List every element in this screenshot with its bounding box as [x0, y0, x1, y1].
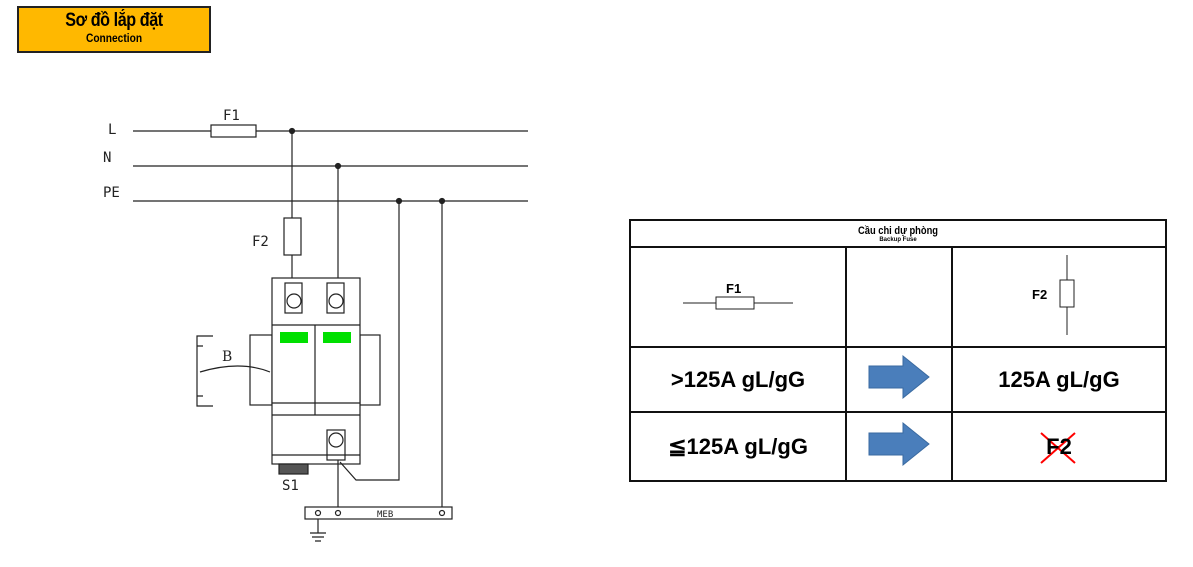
line-label-l: L [108, 122, 116, 138]
section-header: Sơ đồ lắp đặt Connection [17, 6, 211, 53]
line-label-pe: PE [103, 185, 120, 201]
no-fuse-f2-wrap: F2 [1040, 431, 1076, 464]
main-earth-bar [304, 506, 453, 520]
arrow-right-icon [868, 421, 930, 467]
table-subtitle: Backup Fuse [879, 236, 917, 243]
lines: L N PE [103, 122, 528, 202]
fuse-f2-symbol: F2 [1032, 254, 1075, 335]
table-title-cell: Cầu chi dự phòng Backup Fuse [629, 219, 1167, 248]
svg-text:F2: F2 [1032, 287, 1047, 302]
remote-contact-terminal [278, 463, 309, 475]
fuse-f1-symbol [210, 124, 257, 138]
table-title: Cầu chi dự phòng [857, 224, 939, 237]
cross-icon [1040, 431, 1076, 464]
svg-text:F1: F1 [726, 281, 741, 296]
header-subtitle: Connection [85, 31, 143, 45]
status-indicator-2 [323, 332, 351, 343]
aux-label: S1 [282, 478, 299, 494]
status-indicator-1 [280, 332, 308, 343]
fuse-f2-symbol [283, 217, 302, 256]
backup-fuse-table: Cầu chi dự phòng Backup Fuse F1 F2 >125A… [629, 219, 1167, 482]
header-title: Sơ đồ lắp đặt [65, 10, 163, 31]
rating-condition-2: ≦125A gL/gG [629, 411, 847, 482]
rating-condition-1: >125A gL/gG [629, 346, 847, 413]
screw-icon [328, 293, 344, 309]
no-fuse-f2: F2 [1046, 433, 1072, 459]
fuse-f1-label: F1 [223, 108, 240, 124]
meb-label: MEB [377, 510, 393, 520]
line-label-n: N [103, 150, 111, 166]
arrow-right-icon [868, 354, 930, 400]
fuse-f2-label: F2 [252, 234, 269, 250]
ground-icon [310, 519, 326, 542]
surge-protector-device: S1 [249, 277, 381, 494]
screw-icon [328, 432, 344, 448]
din-rail [196, 335, 213, 407]
fuse-f1-symbol: F1 [683, 281, 793, 309]
rating-result-1: 125A gL/gG [951, 346, 1167, 413]
screw-icon [286, 293, 302, 309]
rail-label: B [222, 349, 232, 365]
